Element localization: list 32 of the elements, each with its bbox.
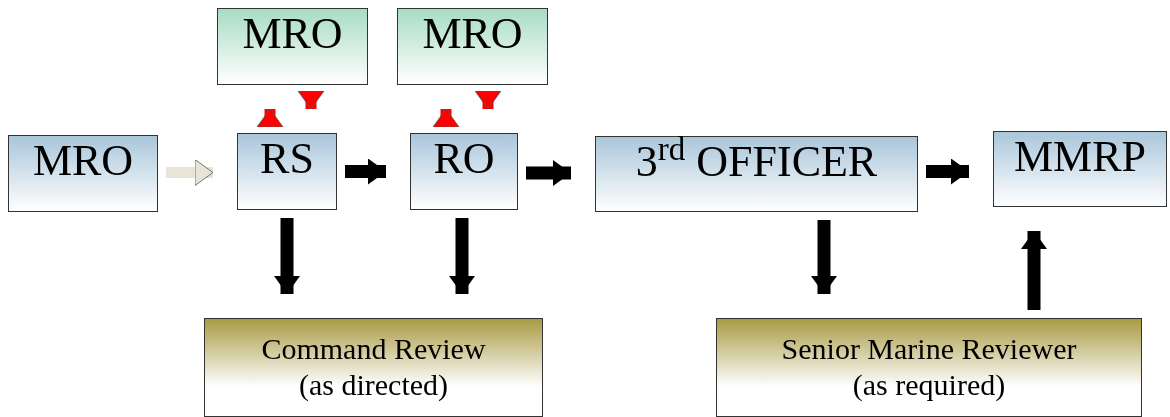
block-arrow [474,90,502,110]
process-box [217,8,368,85]
block-arrow [449,218,475,294]
block-arrow [345,158,386,185]
box-label: RS [260,134,314,184]
box-label: MRO [32,136,134,186]
box-label: MRO [422,9,523,59]
block-arrow [811,220,837,294]
block-arrow [1021,231,1047,310]
block-arrow [256,108,284,128]
block-arrow [526,160,571,186]
block-arrow [926,158,969,185]
process-box [716,318,1142,417]
box-label: MMRP [1013,132,1147,182]
block-arrow [432,108,460,128]
block-arrow [297,90,325,110]
process-box [410,133,518,210]
box-label: RO [433,134,495,184]
process-box [8,135,158,212]
box-label: Command Review [261,331,486,367]
box-label: MRO [242,9,343,59]
block-arrow [166,159,214,186]
box-label: (as directed) [298,367,449,403]
box-label: Senior Marine Reviewer [781,331,1077,367]
process-box [237,133,337,210]
block-arrow [274,218,300,294]
process-box [204,318,543,417]
box-label: (as required) [852,367,1006,403]
process-box [993,131,1167,207]
process-box [397,8,548,85]
box-label: 3$^{rd}$ OFFICER [635,137,878,187]
process-box [595,136,918,212]
